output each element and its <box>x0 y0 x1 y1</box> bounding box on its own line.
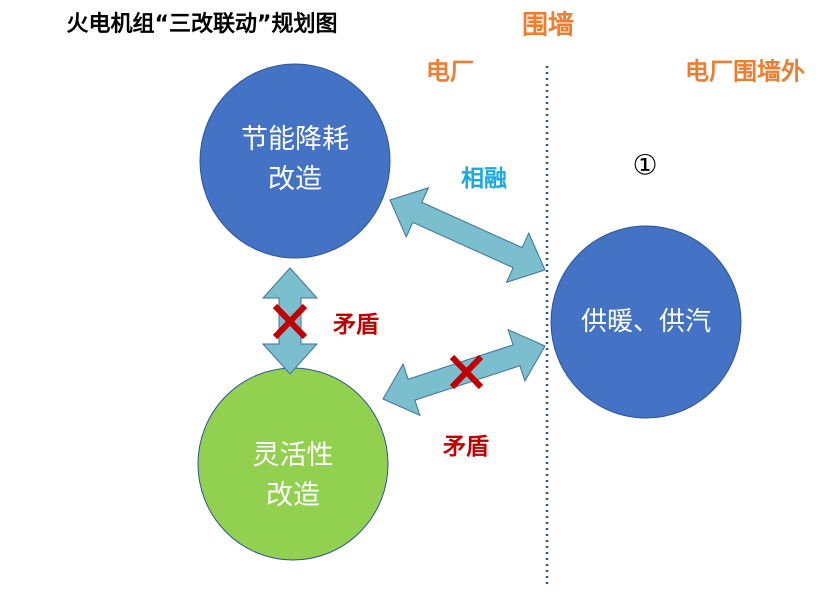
heat-line1: 供暖、供汽 <box>580 307 712 337</box>
heat-circle <box>550 225 742 419</box>
cross-icon-vertical <box>272 303 308 340</box>
flex-line1: 灵活性 <box>252 440 334 471</box>
energy-node-text: 节能降耗 改造 <box>241 120 349 200</box>
circled-one-label: ① <box>632 148 658 182</box>
flex-line2: 改造 <box>266 480 320 511</box>
wall-label: 围墙 <box>521 10 575 41</box>
flex-node-text: 灵活性 改造 <box>253 436 334 516</box>
heat-node-text: 供暖、供汽 <box>581 302 711 342</box>
conflict-label-1: 矛盾 <box>333 312 379 338</box>
conflict-label-2: 矛盾 <box>443 434 489 460</box>
energy-circle <box>199 63 391 259</box>
energy-line2: 改造 <box>268 164 322 195</box>
merge-label: 相融 <box>461 166 507 192</box>
energy-line1: 节能降耗 <box>241 124 349 155</box>
page-title: 火电机组“三改联动”规划图 <box>66 12 338 37</box>
double-arrow-merge <box>389 186 546 284</box>
plant-label: 电厂 <box>426 57 474 86</box>
cross-icon-diagonal <box>449 354 484 390</box>
outside-label: 电厂围墙外 <box>685 57 805 86</box>
